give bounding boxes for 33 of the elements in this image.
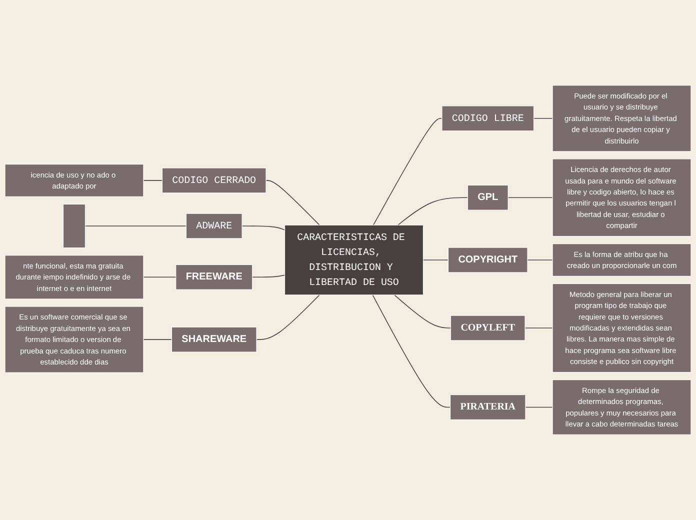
node-box xyxy=(552,379,692,435)
node-box xyxy=(162,168,266,194)
node-box xyxy=(171,326,257,352)
connector xyxy=(256,294,320,340)
node-box xyxy=(4,255,144,300)
connector xyxy=(394,294,452,328)
node-box xyxy=(186,213,242,239)
connector xyxy=(398,197,468,226)
connector xyxy=(372,118,442,226)
node-box xyxy=(284,224,424,296)
connector xyxy=(252,274,286,278)
connector xyxy=(525,406,553,408)
connector xyxy=(143,180,163,181)
node-box xyxy=(467,184,508,210)
connector xyxy=(143,276,176,278)
connector xyxy=(266,180,320,226)
node-box xyxy=(552,243,692,277)
node-box xyxy=(450,315,526,341)
node-box xyxy=(552,283,692,373)
node-box xyxy=(442,106,534,132)
node-box xyxy=(450,394,526,420)
connector xyxy=(143,339,172,340)
node-box xyxy=(62,204,86,248)
node-box xyxy=(4,306,144,373)
node-box xyxy=(552,85,692,152)
connector xyxy=(533,118,553,119)
node-box xyxy=(176,264,253,290)
connector xyxy=(508,197,553,198)
node-box xyxy=(4,164,144,197)
connector xyxy=(242,226,286,230)
connector xyxy=(372,294,451,408)
node-box xyxy=(448,247,528,273)
node-box xyxy=(552,158,692,237)
